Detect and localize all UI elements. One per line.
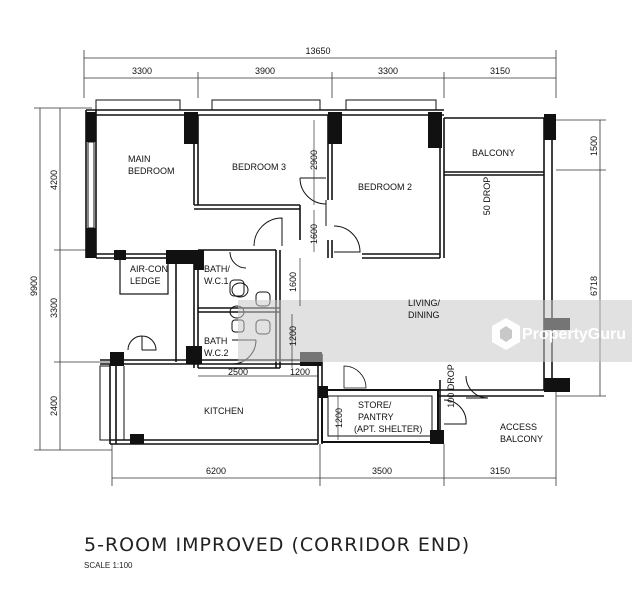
- room-store-line1: STORE/: [358, 400, 392, 410]
- dim-bath-width: 2500: [228, 367, 248, 377]
- watermark-band: PropertyGuru: [238, 300, 632, 362]
- top-dimension-lines: [83, 50, 557, 98]
- dim-right-seg-1: 1500: [589, 136, 599, 156]
- dim-top-total: 13650: [305, 46, 330, 56]
- dim-bottom-seg-3: 3150: [490, 466, 510, 476]
- room-aircon-line1: AIR-CON: [130, 264, 168, 274]
- plan-scale: SCALE 1:100: [84, 561, 133, 570]
- dim-store: 1200: [334, 408, 344, 428]
- dim-left-total: 9900: [29, 276, 39, 296]
- dim-top-seg-2: 3900: [255, 66, 275, 76]
- dim-bottom-seg-1: 6200: [206, 466, 226, 476]
- room-living-line1: LIVING/: [408, 298, 441, 308]
- dim-bath1: 1600: [288, 272, 298, 292]
- kitchen-window: [99, 365, 125, 441]
- room-main-bedroom-line2: BEDROOM: [128, 166, 175, 176]
- dim-corridor: 1600: [309, 224, 319, 244]
- room-bedroom3: BEDROOM 3: [232, 162, 286, 172]
- room-store-line2: PANTRY: [358, 412, 394, 422]
- watermark-text: PropertyGuru: [522, 326, 626, 343]
- watermark-logo-icon: [492, 318, 520, 350]
- dim-left-seg-1: 4200: [49, 170, 59, 190]
- dim-bedroom3-depth: 2900: [309, 150, 319, 170]
- bottom-dimension-lines: [111, 380, 557, 486]
- dim-bath-side: 1200: [290, 367, 310, 377]
- interior-dimension-lines: [198, 120, 339, 440]
- dim-top-seg-3: 3300: [378, 66, 398, 76]
- plan-title: 5-ROOM IMPROVED (CORRIDOR END): [84, 534, 470, 556]
- dim-right-seg-2: 6718: [589, 276, 599, 296]
- dim-access-drop: 100 DROP: [446, 364, 456, 408]
- room-living-line2: DINING: [408, 310, 440, 320]
- room-bath1-line2: W.C.1: [204, 276, 229, 286]
- doors: [127, 177, 489, 425]
- room-aircon-line2: LEDGE: [130, 276, 161, 286]
- left-dimension-lines: [34, 107, 112, 451]
- dim-top-seg-1: 3300: [132, 66, 152, 76]
- room-bath1-line1: BATH/: [204, 264, 230, 274]
- dim-left-seg-2: 3300: [49, 298, 59, 318]
- room-access-balcony-line2: BALCONY: [500, 434, 543, 444]
- room-balcony: BALCONY: [472, 148, 515, 158]
- room-main-bedroom-line1: MAIN: [128, 154, 151, 164]
- room-kitchen: KITCHEN: [204, 406, 244, 416]
- room-access-balcony-line1: ACCESS: [500, 422, 537, 432]
- dim-top-seg-4: 3150: [490, 66, 510, 76]
- dim-bath2: 1200: [288, 326, 298, 346]
- dim-left-seg-3: 2400: [49, 396, 59, 416]
- room-bath2-line1: BATH: [204, 336, 227, 346]
- room-store-line3: (APT. SHELTER): [354, 424, 422, 434]
- dim-bottom-seg-2: 3500: [372, 466, 392, 476]
- dim-balcony-drop: 50 DROP: [482, 177, 492, 216]
- room-bedroom2: BEDROOM 2: [358, 182, 412, 192]
- main-bedroom-window: [87, 141, 95, 229]
- room-bath2-line2: W.C.2: [204, 348, 229, 358]
